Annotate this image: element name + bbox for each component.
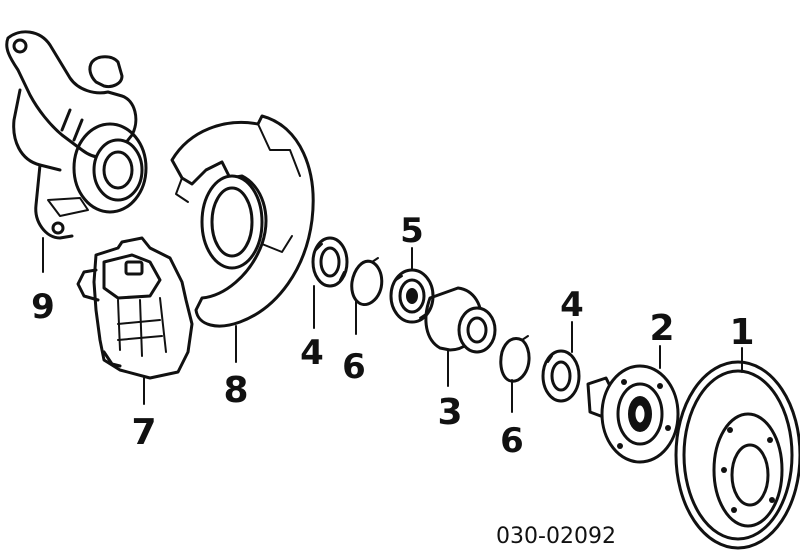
brake-rotor xyxy=(674,360,800,550)
brake-caliper xyxy=(76,236,194,380)
callout-7: 7 xyxy=(131,412,156,453)
wheel-bearing xyxy=(389,268,435,324)
callout-5: 5 xyxy=(400,211,424,251)
snap-ring-left xyxy=(350,257,384,306)
part-code: 030-02092 xyxy=(496,524,616,549)
wheel-hub xyxy=(586,364,680,464)
bearing-race-left xyxy=(311,236,349,288)
callout-9: 9 xyxy=(31,287,55,327)
callout-4-left: 4 xyxy=(300,333,324,373)
snap-ring-right xyxy=(499,335,531,383)
spacer-sleeve xyxy=(424,286,497,354)
callout-6-left: 6 xyxy=(342,347,366,387)
callout-8: 8 xyxy=(223,370,248,411)
callout-2: 2 xyxy=(649,308,674,349)
callout-6-right: 6 xyxy=(500,421,524,461)
dust-shield xyxy=(170,114,315,328)
steering-knuckle xyxy=(5,30,148,240)
callout-3: 3 xyxy=(437,392,462,433)
callout-4-right: 4 xyxy=(560,285,584,325)
bearing-race-right xyxy=(541,349,581,403)
callout-1: 1 xyxy=(729,312,754,353)
